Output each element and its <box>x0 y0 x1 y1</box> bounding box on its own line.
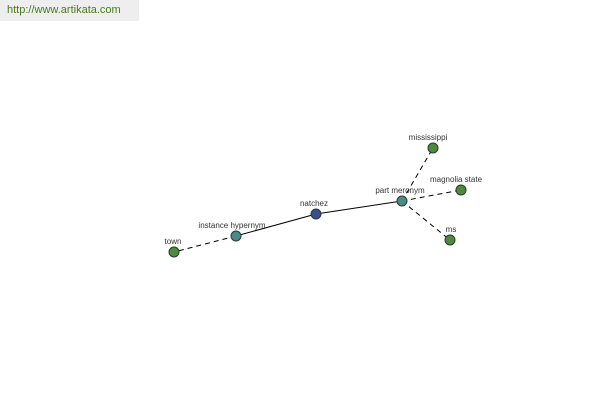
node-town-label: town <box>165 237 182 246</box>
edges-layer <box>173 147 462 253</box>
edge-part-meronym-to-mississippi <box>401 147 434 202</box>
edge-part-meronym-to-ms <box>401 200 451 241</box>
node-town-circle[interactable] <box>168 246 180 258</box>
edge-natchez-to-part-meronym <box>315 200 403 215</box>
edge-natchez-to-instance-hypernym <box>235 213 317 237</box>
node-mississippi-label: mississippi <box>409 133 448 142</box>
node-natchez-label: natchez <box>300 199 328 208</box>
nodes-layer: natchez instance hypernym town part meronym… <box>165 133 483 258</box>
node-instance-hypernym-label: instance hypernym <box>198 221 265 230</box>
node-ms[interactable]: ms <box>444 225 457 246</box>
node-mississippi-circle[interactable] <box>427 142 439 154</box>
node-ms-circle[interactable] <box>444 234 456 246</box>
node-ms-label: ms <box>446 225 457 234</box>
site-url-link[interactable]: http://www.artikata.com <box>7 4 121 16</box>
node-instance-hypernym[interactable]: instance hypernym <box>198 221 266 242</box>
site-banner: http://www.artikata.com <box>0 0 139 21</box>
node-town[interactable]: town <box>165 237 182 258</box>
node-magnolia-state[interactable]: magnolia state <box>430 175 483 196</box>
node-part-meronym[interactable]: part meronym <box>375 186 425 207</box>
node-magnolia-state-circle[interactable] <box>455 184 467 196</box>
node-mississippi[interactable]: mississippi <box>409 133 448 154</box>
node-natchez-circle[interactable] <box>310 208 322 220</box>
node-part-meronym-circle[interactable] <box>396 195 408 207</box>
node-part-meronym-label: part meronym <box>375 186 425 195</box>
node-natchez[interactable]: natchez <box>300 199 328 220</box>
node-magnolia-state-label: magnolia state <box>430 175 483 184</box>
edge-part-meronym-to-magnolia-state <box>401 189 462 202</box>
edge-instance-hypernym-to-town <box>173 235 237 253</box>
node-instance-hypernym-circle[interactable] <box>230 230 242 242</box>
